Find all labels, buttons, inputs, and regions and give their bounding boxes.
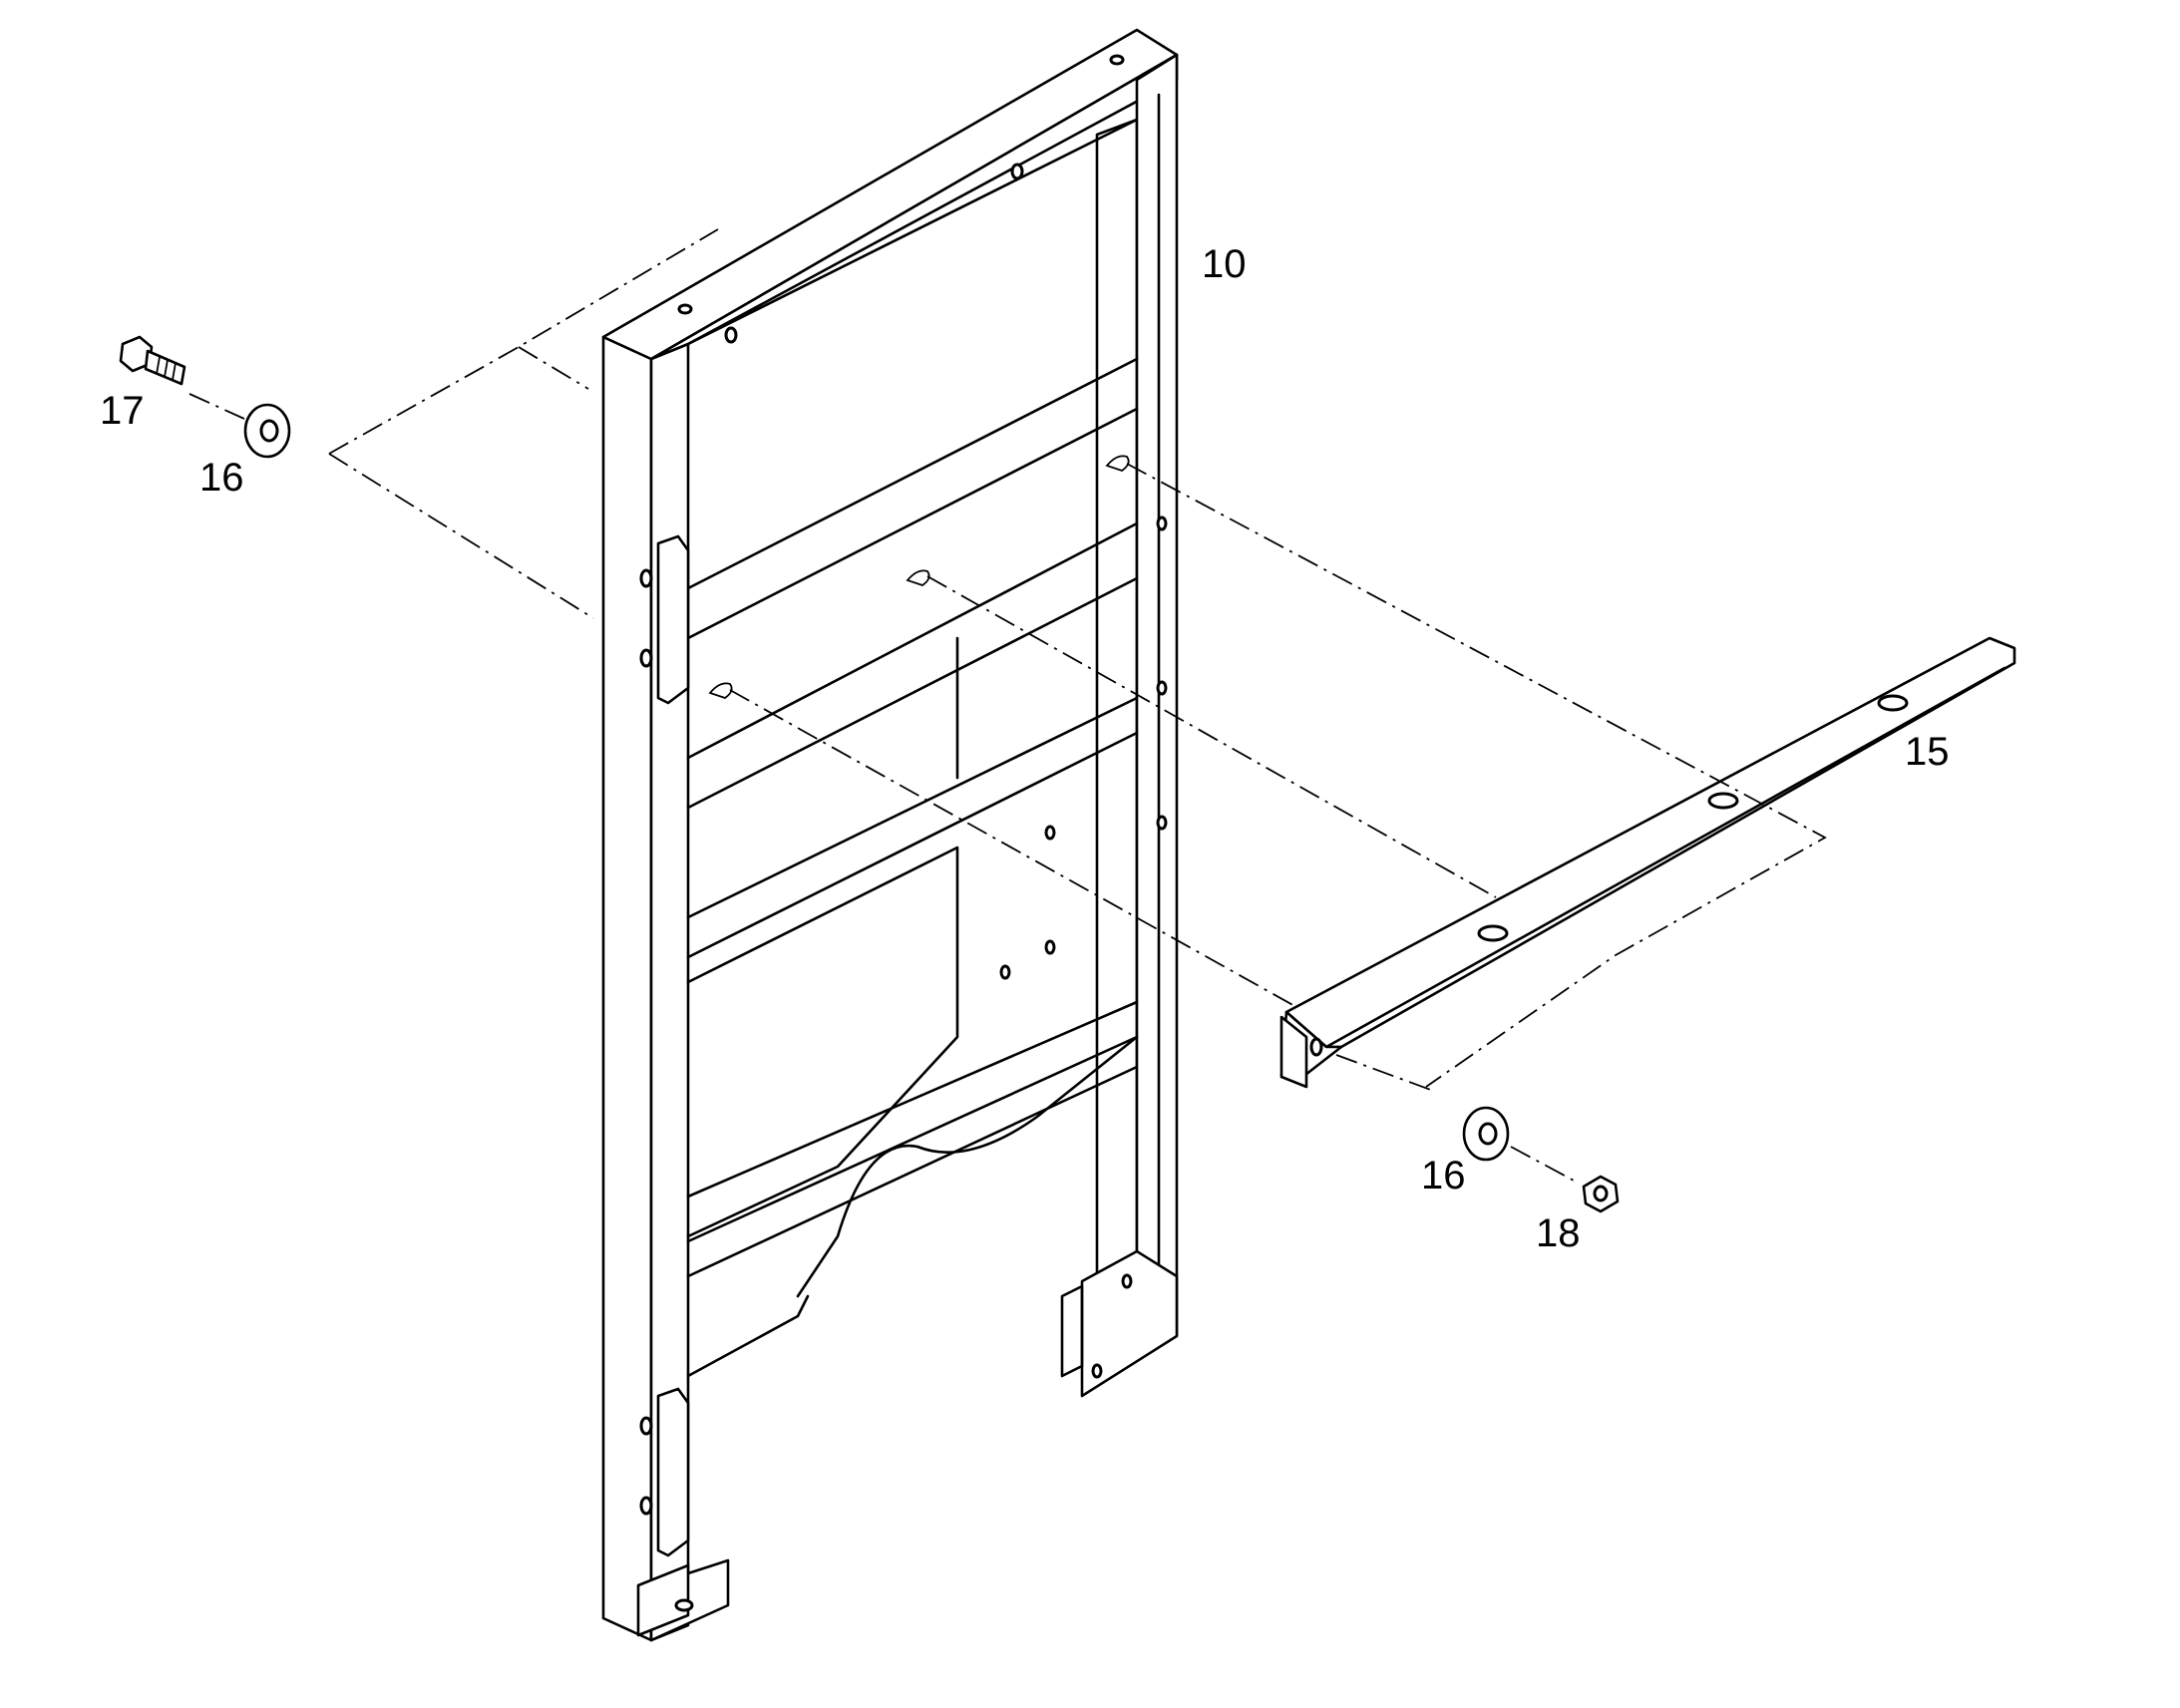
- callout-frame: 10: [1202, 242, 1247, 286]
- bracket-part-15: [1279, 636, 2016, 1089]
- callout-bracket: 15: [1905, 730, 1950, 774]
- frame-part-10: [601, 28, 1179, 1642]
- assembly-lines: [188, 228, 1827, 1183]
- callout-washer-left: 16: [199, 456, 244, 500]
- callout-washer-right: 16: [1421, 1154, 1466, 1197]
- nut-part-18: [1582, 1175, 1620, 1213]
- callout-bolt: 17: [100, 389, 145, 433]
- callout-nut: 18: [1536, 1211, 1581, 1255]
- bolt-part-17: [119, 335, 186, 386]
- washer-right-part-16: [1462, 1106, 1510, 1162]
- washer-left-part-16: [243, 403, 291, 459]
